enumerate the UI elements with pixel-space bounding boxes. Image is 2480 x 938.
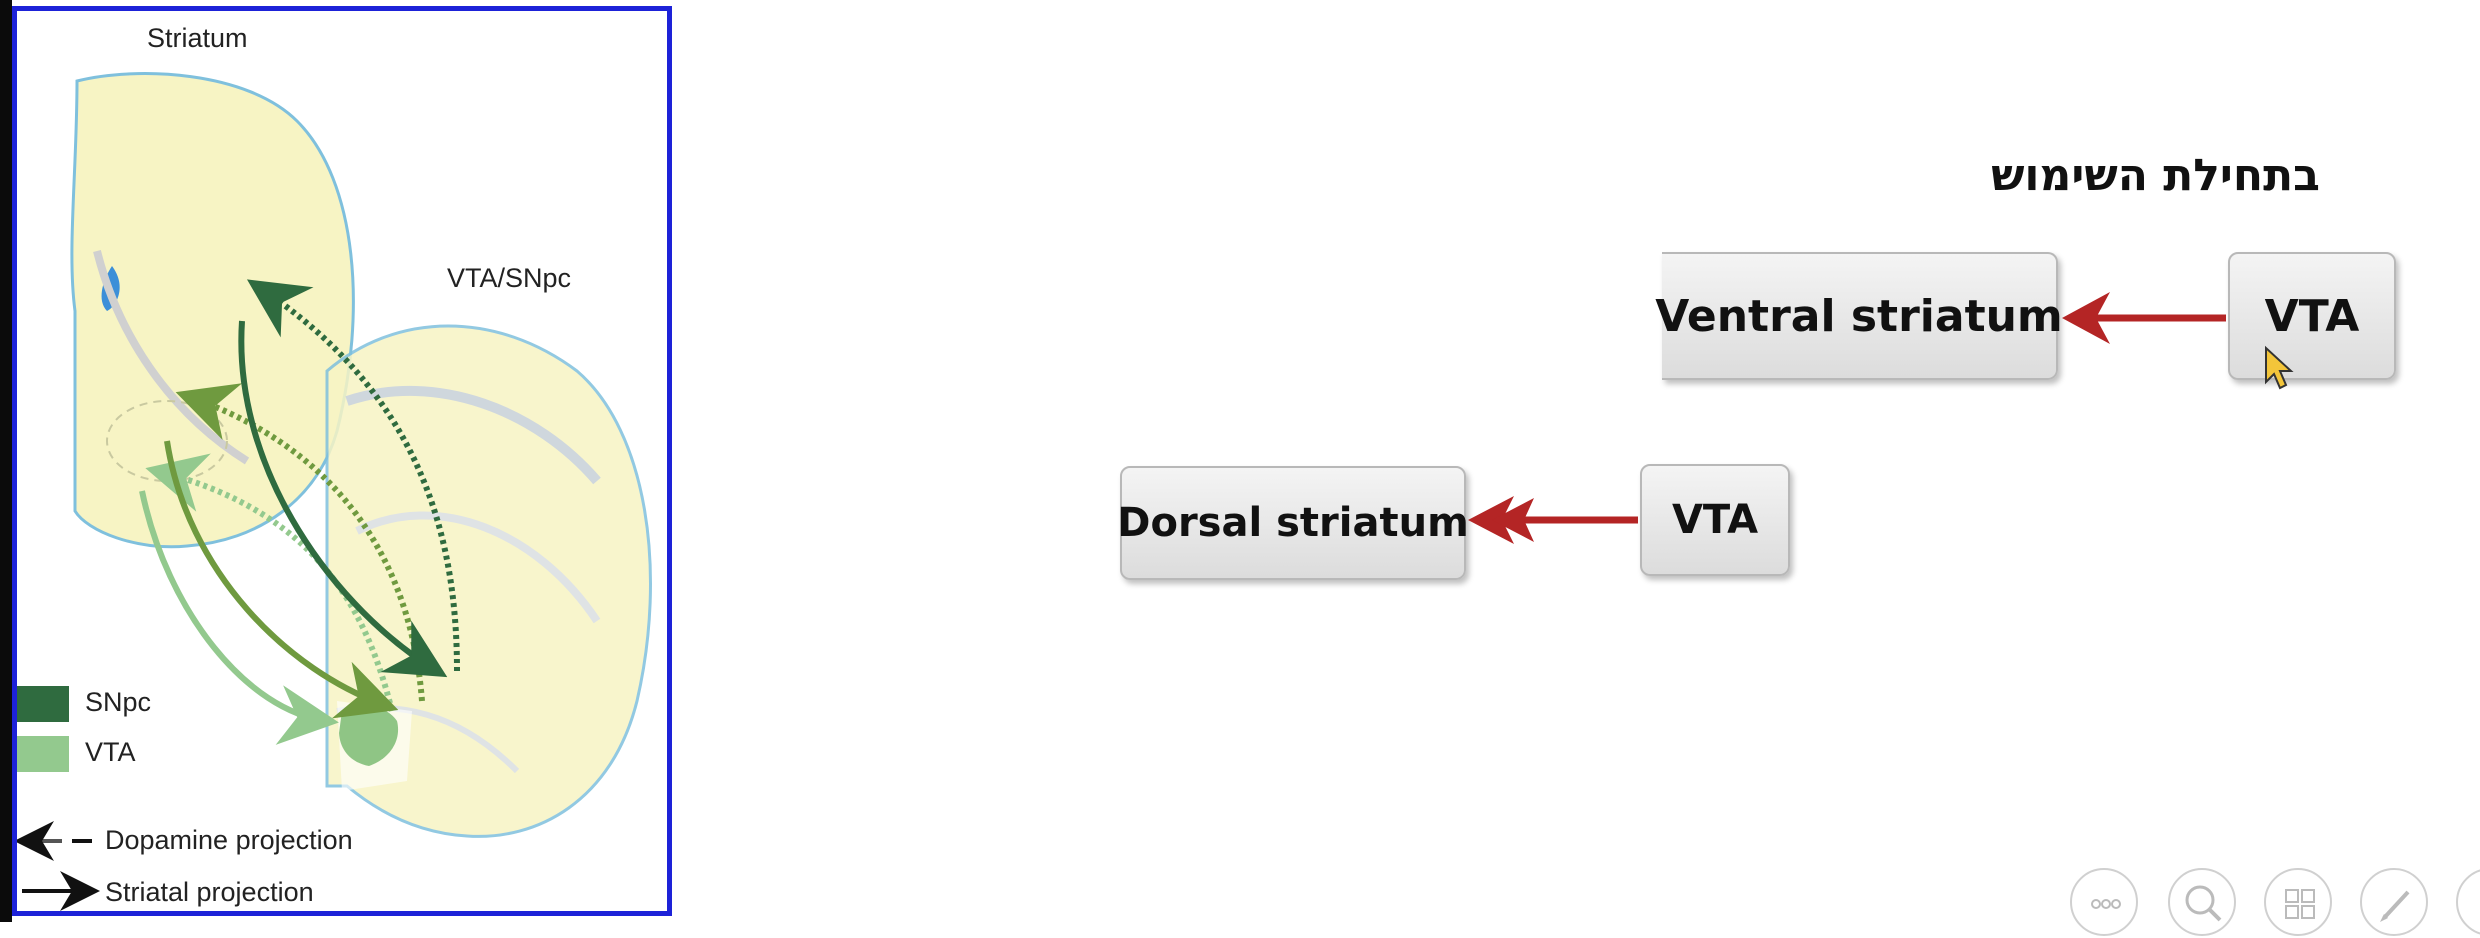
vta-box-bottom: VTA bbox=[1640, 464, 1790, 576]
vta-snpc-region bbox=[339, 705, 399, 766]
grid-icon bbox=[2285, 889, 2315, 919]
left-edge-strip bbox=[0, 0, 12, 922]
more-options-button[interactable] bbox=[2070, 868, 2138, 936]
arrow-vta-to-ventral bbox=[2062, 292, 2226, 344]
slides-grid-button[interactable] bbox=[2264, 868, 2332, 936]
slide-title: בתחילת השימוש bbox=[1991, 150, 2320, 201]
brain-illustration bbox=[17, 72, 652, 911]
zoom-button[interactable] bbox=[2168, 868, 2236, 936]
anatomy-figure: Striatum VTA/SNpc SNpc VTA Dopamine proj… bbox=[12, 6, 672, 916]
ventral-striatum-box: Ventral striatum bbox=[1655, 252, 2063, 380]
pen-icon bbox=[2380, 890, 2410, 922]
striatum-slice bbox=[70, 72, 355, 549]
pen-button[interactable] bbox=[2360, 868, 2428, 936]
legend-label-snpc: SNpc bbox=[85, 687, 152, 717]
vta-snpc-label: VTA/SNpc bbox=[447, 263, 572, 293]
search-icon bbox=[2185, 885, 2222, 922]
legend-label-striatal: Striatal projection bbox=[105, 877, 314, 907]
more-icon bbox=[2091, 899, 2121, 909]
arrow-vta-to-dorsal bbox=[1468, 496, 1638, 544]
legend-label-vta: VTA bbox=[85, 737, 136, 767]
vta-box-top: VTA bbox=[2228, 252, 2396, 380]
legend-label-dopamine: Dopamine projection bbox=[105, 825, 353, 855]
legend-swatch-snpc bbox=[17, 686, 69, 722]
next-control-button[interactable] bbox=[2456, 868, 2480, 936]
dorsal-striatum-box: Dorsal striatum bbox=[1117, 466, 1469, 580]
legend-swatch-vta bbox=[17, 736, 69, 772]
striatum-label: Striatum bbox=[147, 23, 248, 53]
